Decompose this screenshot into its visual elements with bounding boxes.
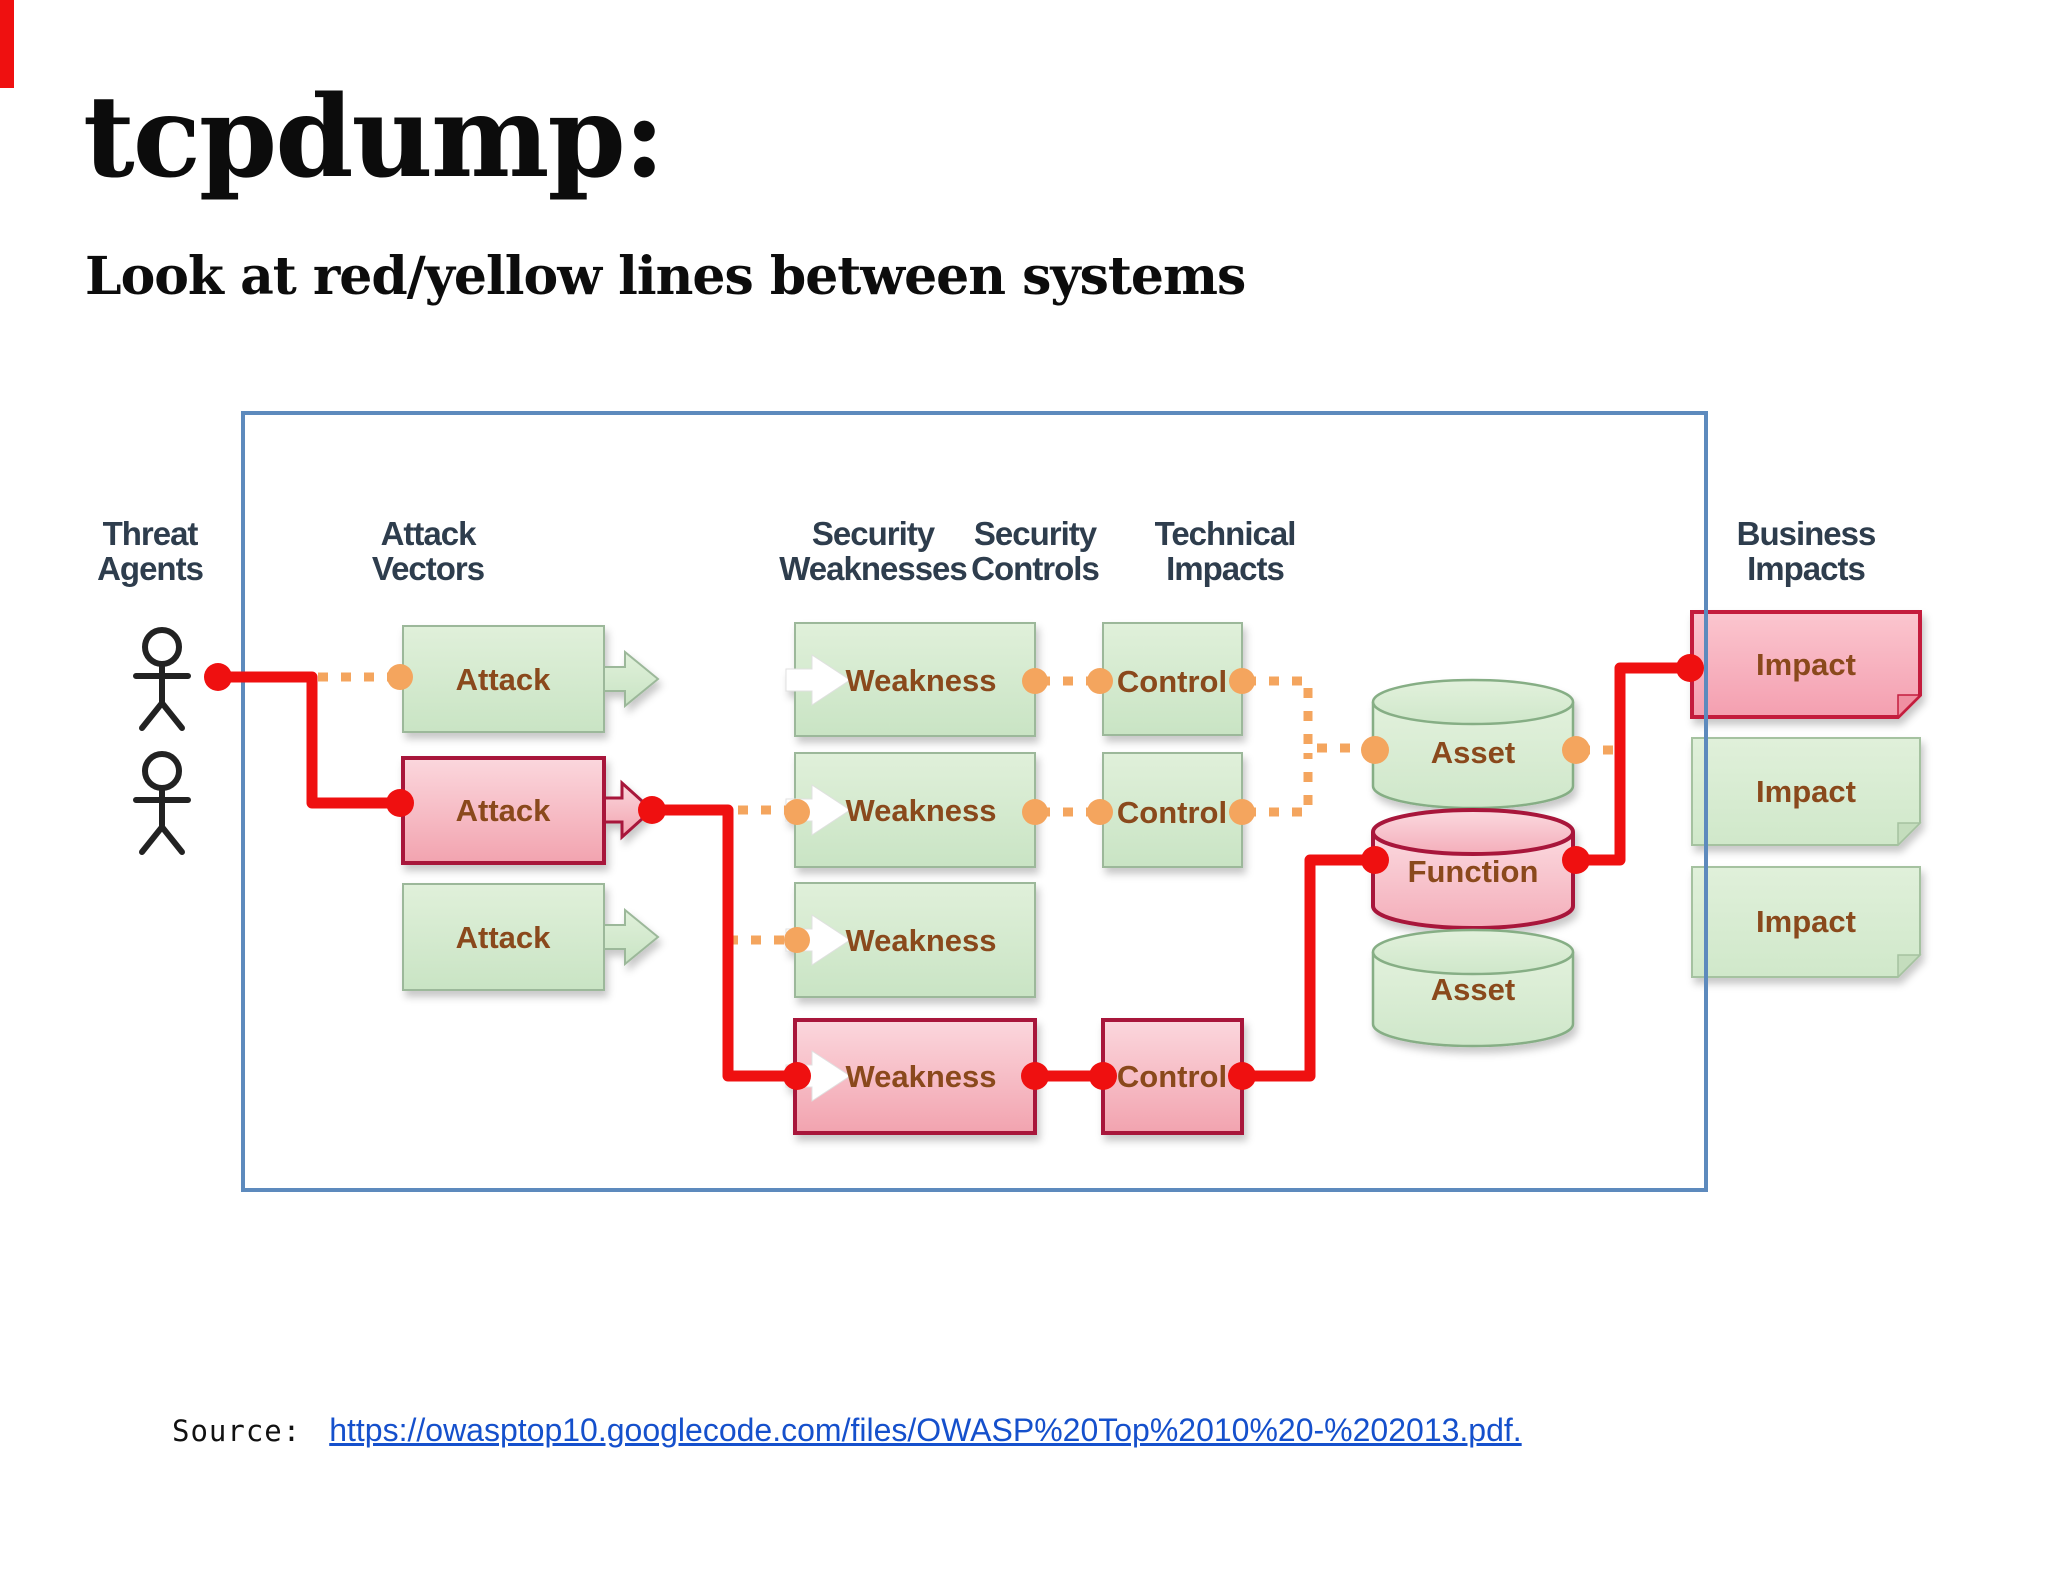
column-header-business-impacts: Business xyxy=(1737,515,1876,552)
control-box-2: Control xyxy=(1102,752,1243,868)
weakness-box-3-label: Weakness xyxy=(845,923,996,958)
red-attack-path xyxy=(220,662,1688,1082)
person-icon xyxy=(133,627,191,731)
column-header-security-weaknesses-line2: Weaknesses xyxy=(779,550,967,587)
impact-box-3: Impact xyxy=(1691,866,1922,979)
control-box-3: Control xyxy=(1101,1018,1244,1135)
attack-box-3: Attack xyxy=(402,883,660,991)
diagram-frame xyxy=(241,411,1708,1192)
column-header-threat-agents-line2: Agents xyxy=(97,550,203,587)
attack-box-3-label: Attack xyxy=(456,920,552,955)
red-junction-dots xyxy=(204,654,1704,1090)
column-header-business-impacts-line2: Impacts xyxy=(1747,550,1865,587)
column-header-security-controls: Security xyxy=(974,515,1098,552)
impact-box-1-label: Impact xyxy=(1756,647,1856,682)
column-header-security-controls-line2: Controls xyxy=(971,550,1099,587)
column-header-attack-vectors: Attack xyxy=(381,515,478,552)
column-header-threat-agents: Threat xyxy=(103,515,199,552)
page-title: tcpdump: xyxy=(83,72,665,203)
column-headers: Threat Agents Attack Vectors Security We… xyxy=(97,515,1876,587)
impact-box-1: Impact xyxy=(1690,610,1922,719)
weakness-box-3: Weakness xyxy=(785,882,1036,998)
asset-cylinder-1: Asset xyxy=(1371,678,1575,810)
weakness-box-1-label: Weakness xyxy=(845,663,996,698)
control-box-1-label: Control xyxy=(1117,664,1227,699)
asset-cylinder-1-label: Asset xyxy=(1431,735,1515,770)
page-subtitle: Look at red/yellow lines between systems xyxy=(85,246,1246,307)
asset-cylinder-2-label: Asset xyxy=(1431,972,1515,1007)
column-header-technical-impacts-line2: Impacts xyxy=(1166,550,1284,587)
slide-edge-accent xyxy=(0,0,14,88)
weakness-box-4: Weakness xyxy=(785,1018,1037,1135)
orange-junction-dots xyxy=(387,664,1590,953)
person-icon xyxy=(133,751,191,855)
function-cylinder: Function xyxy=(1371,808,1575,930)
impact-box-3-label: Impact xyxy=(1756,904,1856,939)
attack-box-1: Attack xyxy=(402,625,660,733)
column-header-security-weaknesses: Security xyxy=(812,515,936,552)
source-link[interactable]: https://owasptop10.googlecode.com/files/… xyxy=(329,1412,1522,1448)
attack-box-2-label: Attack xyxy=(456,793,552,828)
column-header-attack-vectors-line2: Vectors xyxy=(372,550,484,587)
impact-box-2-label: Impact xyxy=(1756,774,1856,809)
attack-box-1-label: Attack xyxy=(456,662,552,697)
impact-box-2: Impact xyxy=(1691,737,1922,847)
attack-box-2: Attack xyxy=(401,756,655,865)
source-line: Source: https://owasptop10.googlecode.com… xyxy=(172,1412,1522,1449)
weakness-box-1: Weakness xyxy=(785,622,1036,737)
control-box-3-label: Control xyxy=(1117,1059,1227,1094)
column-header-technical-impacts: Technical xyxy=(1155,515,1296,552)
control-box-2-label: Control xyxy=(1117,795,1227,830)
weakness-box-2-label: Weakness xyxy=(845,793,996,828)
weakness-box-2: Weakness xyxy=(785,752,1036,868)
source-label: Source: xyxy=(172,1414,302,1448)
weakness-box-4-label: Weakness xyxy=(845,1059,996,1094)
control-box-1: Control xyxy=(1102,622,1243,736)
asset-cylinder-2: Asset xyxy=(1371,928,1575,1048)
function-cylinder-label: Function xyxy=(1408,854,1539,889)
